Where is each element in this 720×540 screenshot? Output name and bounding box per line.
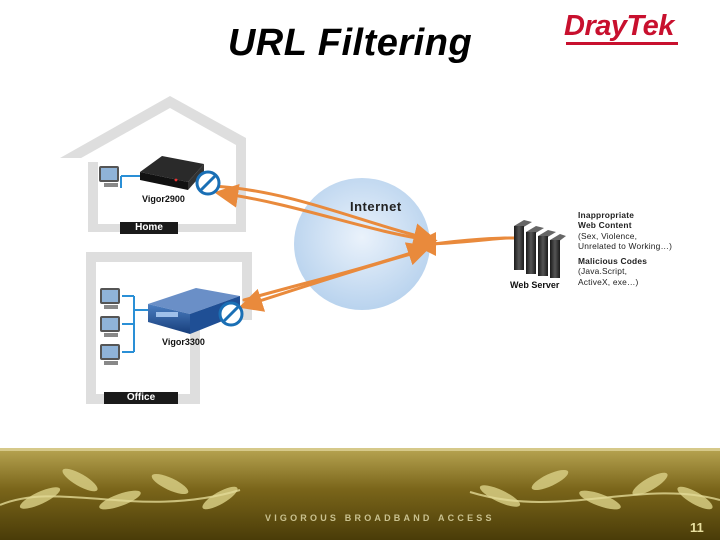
codes-line-1: (Java.Script, (578, 266, 720, 276)
web-server-icon (514, 220, 566, 278)
home-block-icon (197, 172, 219, 194)
office-block-icon (220, 303, 242, 325)
footer-tagline: VIGOROUS BROADBAND ACCESS (265, 513, 495, 523)
content-line-2: Unrelated to Working…) (578, 241, 720, 251)
internet-cloud (294, 178, 430, 310)
content-line-1: (Sex, Violence, (578, 231, 720, 241)
content-title-2: Web Content (578, 220, 720, 230)
page-number: 11 (690, 520, 704, 535)
vigor3300-label: Vigor3300 (162, 337, 205, 347)
codes-title: Malicious Codes (578, 256, 720, 266)
footer-decoration (0, 448, 720, 540)
content-title-1: Inappropriate (578, 210, 720, 220)
codes-line-2: ActiveX, exe…) (578, 277, 720, 287)
office-label: Office (104, 392, 178, 404)
web-server-label: Web Server (510, 280, 559, 290)
vigor2900-label: Vigor2900 (142, 194, 185, 204)
internet-label: Internet (350, 199, 402, 214)
home-label: Home (120, 222, 178, 234)
threat-description: Inappropriate Web Content (Sex, Violence… (578, 210, 720, 287)
